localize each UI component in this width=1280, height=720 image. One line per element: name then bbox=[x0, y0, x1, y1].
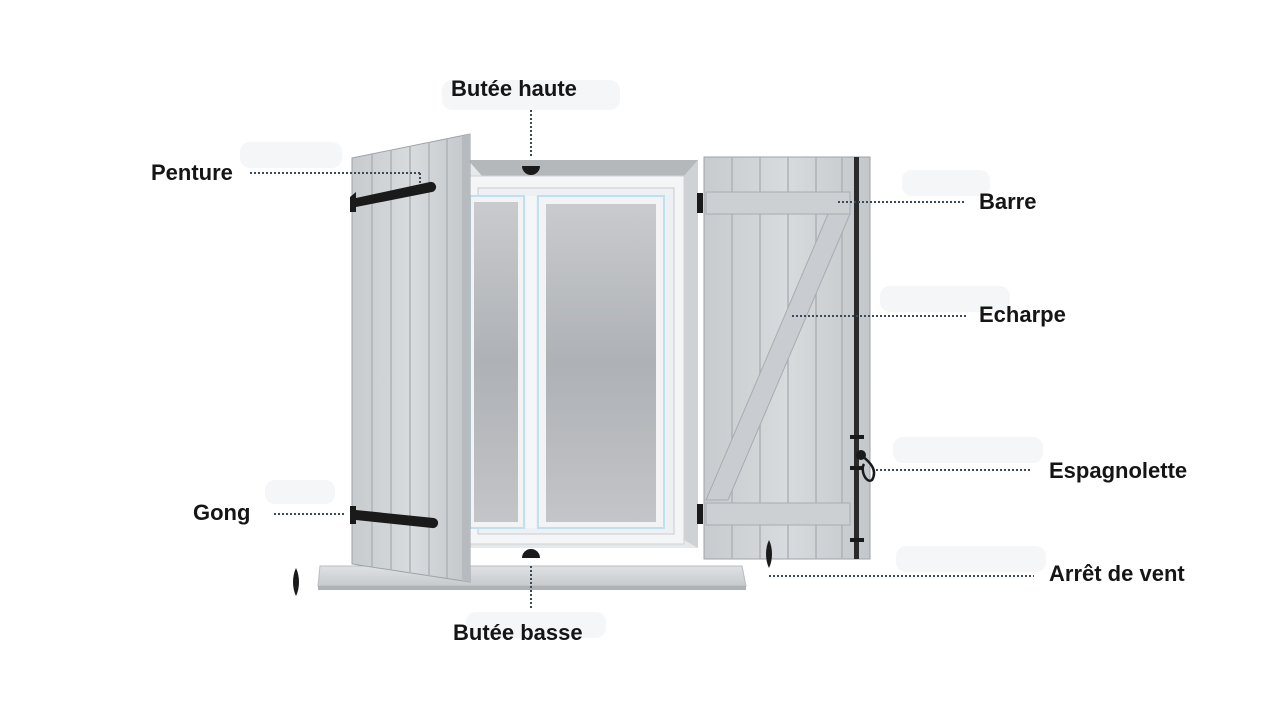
window-frame bbox=[467, 175, 685, 545]
bottom-rail bbox=[705, 502, 851, 526]
label-backdrop bbox=[902, 170, 990, 196]
label-backdrop bbox=[896, 546, 1046, 572]
label-espagnolette: Espagnolette bbox=[1049, 458, 1188, 483]
label-gong: Gong bbox=[193, 500, 251, 525]
label-echarpe: Echarpe bbox=[979, 302, 1066, 327]
label-backdrop bbox=[880, 286, 1010, 312]
label-backdrop bbox=[893, 437, 1043, 463]
label-backdrop bbox=[265, 480, 335, 504]
strap-hinge-bottom bbox=[350, 506, 439, 529]
label-butee-haute: Butée haute bbox=[451, 76, 577, 101]
bottom-stop-hardware bbox=[522, 549, 540, 558]
left-shutter bbox=[350, 133, 471, 583]
label-backdrop bbox=[240, 142, 342, 168]
leader-lines bbox=[250, 110, 1034, 610]
label-barre: Barre bbox=[979, 189, 1037, 214]
label-penture: Penture bbox=[151, 160, 233, 185]
top-stop-hardware bbox=[522, 166, 540, 175]
label-backdrop bbox=[442, 80, 620, 110]
label-butee-basse: Butée basse bbox=[453, 620, 583, 645]
right-shutter bbox=[697, 156, 876, 560]
label-arret-de-vent: Arrêt de vent bbox=[1049, 561, 1185, 586]
wind-stop-left bbox=[293, 568, 299, 596]
label-backdrop bbox=[466, 612, 606, 638]
espagnolette-rod bbox=[854, 157, 859, 559]
strap-hinge-top bbox=[350, 181, 437, 212]
wind-stop-right bbox=[766, 540, 772, 568]
top-rail bbox=[705, 191, 851, 215]
